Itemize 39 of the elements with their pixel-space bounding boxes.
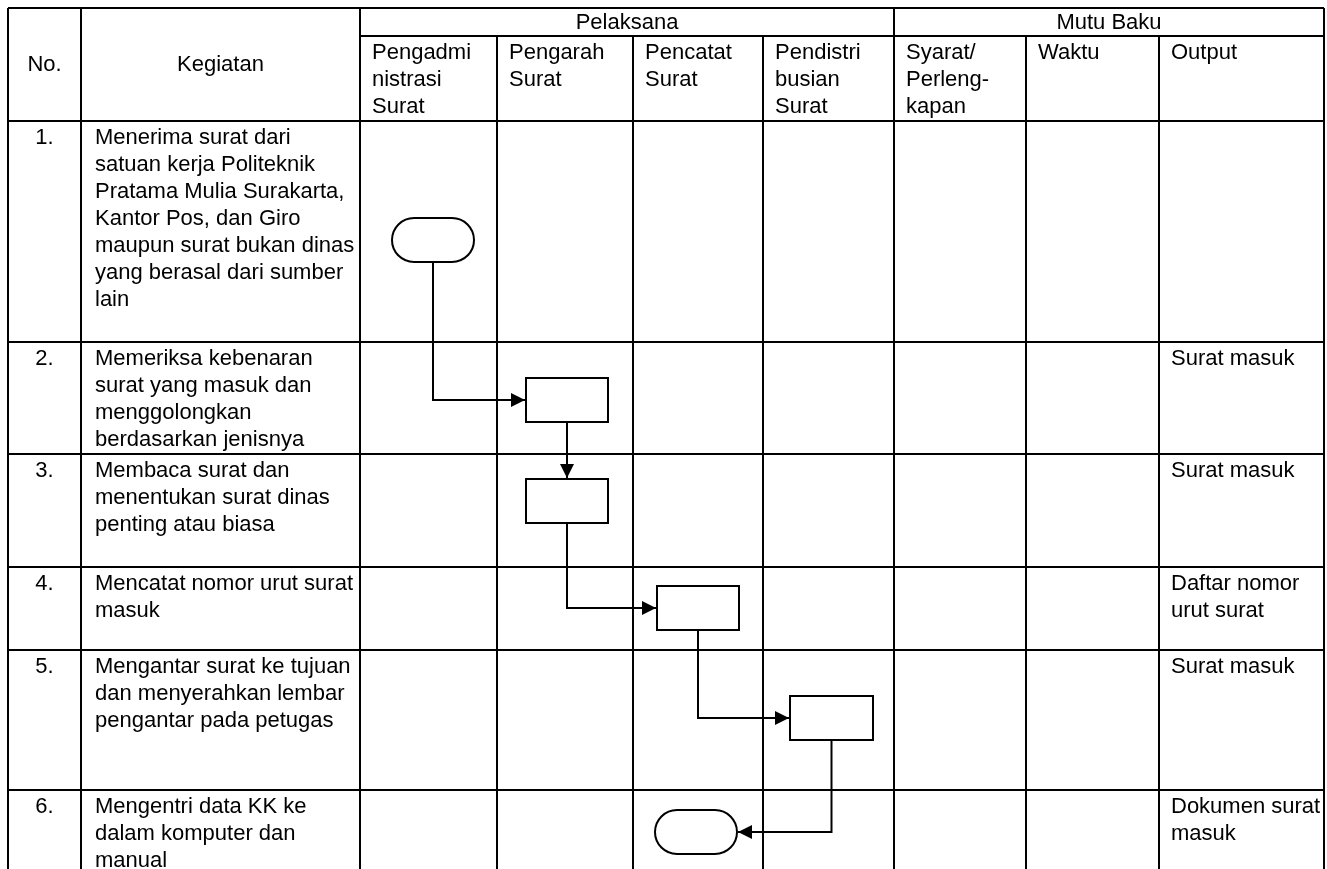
- arrow: [697, 630, 790, 725]
- activity-text: Mengantar surat ke tujuan dan menyerahkan lembar pengantar pada petugas: [95, 652, 352, 733]
- output-text: Dokumen surat masuk: [1171, 792, 1322, 846]
- row-number: 3.: [34, 456, 55, 483]
- arrow: [560, 422, 574, 479]
- arrow: [737, 740, 833, 839]
- column-header: Output: [1171, 38, 1239, 65]
- column-group-header: Mutu Baku: [1055, 8, 1163, 35]
- activity-text: Mengentri data KK ke dalam komputer dan manual: [95, 792, 308, 869]
- column-header: Pendistri busian Surat: [775, 38, 862, 119]
- process-box: [656, 585, 740, 631]
- terminator-shape: [391, 217, 475, 263]
- row-number: 2.: [34, 344, 55, 371]
- column-header: Kegiatan: [176, 50, 265, 77]
- arrow: [432, 262, 526, 407]
- row-number: 4.: [34, 569, 55, 596]
- activity-text: Memeriksa kebenaran surat yang masuk dan menggolongkan berdasarkan jenisnya: [95, 344, 314, 452]
- row-number: 6.: [34, 792, 55, 819]
- output-text: Surat masuk: [1171, 652, 1296, 679]
- activity-text: Mencatat nomor urut surat masuk: [95, 569, 354, 623]
- column-group-header: Pelaksana: [574, 8, 680, 35]
- activity-text: Membaca surat dan menentukan surat dinas penting atau biasa: [95, 456, 331, 537]
- column-header: Pengarah Surat: [509, 38, 606, 92]
- arrow: [566, 523, 657, 615]
- terminator-shape: [654, 809, 738, 855]
- column-header: Pencatat Surat: [645, 38, 733, 92]
- row-number: 1.: [34, 123, 55, 150]
- output-text: Surat masuk: [1171, 456, 1296, 483]
- process-box: [525, 377, 609, 423]
- row-number: 5.: [34, 652, 55, 679]
- column-header: No.: [26, 50, 63, 77]
- column-header: Syarat/ Perleng- kapan: [906, 38, 991, 119]
- process-box: [789, 695, 874, 741]
- output-text: Daftar nomor urut surat: [1171, 569, 1301, 623]
- column-header: Waktu: [1038, 38, 1101, 65]
- output-text: Surat masuk: [1171, 344, 1296, 371]
- column-header: Pengadmi nistrasi Surat: [372, 38, 473, 119]
- activity-text: Menerima surat dari satuan kerja Politeknik Pratama Mulia Surakarta, Kantor Pos, dan Giro maupun surat bukan dinas yang berasal dari sumber lain: [95, 123, 356, 312]
- process-box: [525, 478, 609, 524]
